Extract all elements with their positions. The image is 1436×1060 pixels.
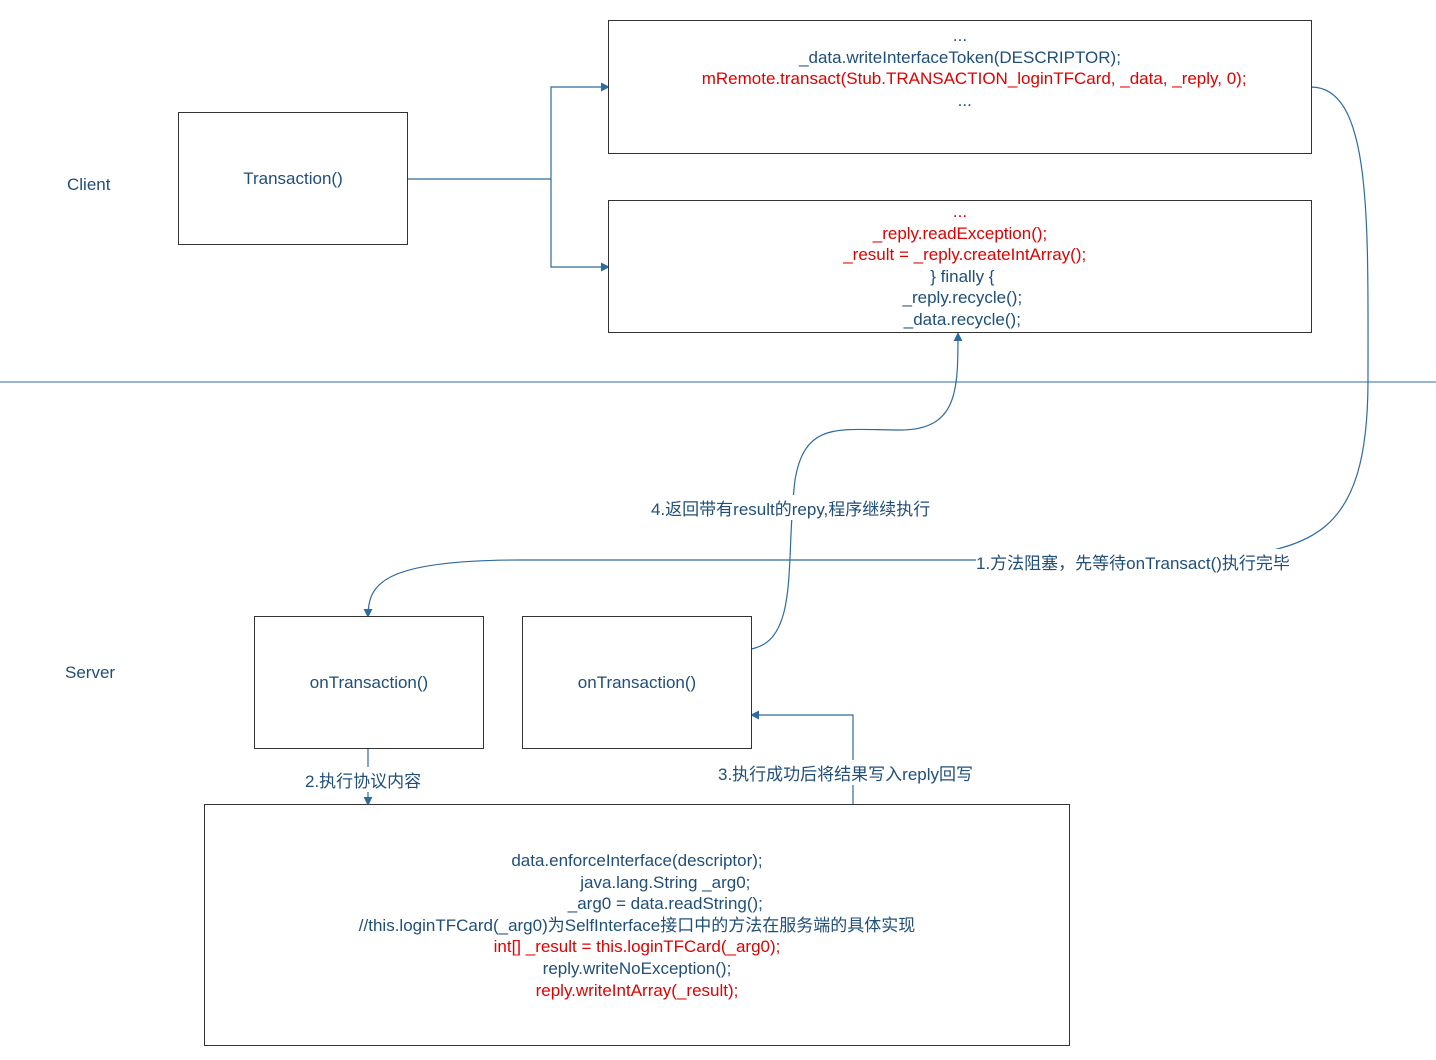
on-transaction-box-2-label: onTransaction() [577,672,697,692]
code-line: data.enforceInterface(descriptor); [511,851,763,870]
transaction-box-label: Transaction() [243,168,343,188]
code-line: _data.writeInterfaceToken(DESCRIPTOR); [799,47,1121,67]
code-line: ... [952,202,968,221]
code-line: reply.writeIntArray(_result); [535,980,739,1000]
on-transaction-box-1-label: onTransaction() [309,672,429,692]
code-line: _data.recycle(); [899,309,1021,329]
step3-label: 3.执行成功后将结果写入reply回写 [718,760,974,785]
server-code-box: data.enforceInterface(descriptor); java.… [204,804,1070,1046]
code-line: ... [948,90,972,110]
code-line: reply.writeNoException(); [542,958,732,978]
code-line: _result = _reply.createIntArray(); [833,245,1087,265]
code-line: } finally { [925,266,995,286]
server-lane-label: Server [65,663,116,682]
client-lane-label: Client [67,175,111,194]
code-line: _reply.recycle(); [897,288,1023,308]
transaction-box: Transaction() [178,112,408,245]
code-line: ... [952,26,968,45]
step1-label: 1.方法阻塞，先等待onTransact()执行完毕 [976,549,1290,574]
transaction-to-reply-connector [550,179,610,272]
client-reply-code-box: ... _reply.readException(); _result = _re… [608,200,1312,333]
code-line: int[] _result = this.loginTFCard(_arg0); [493,937,781,957]
code-line: mRemote.transact(Stub.TRANSACTION_loginT… [673,69,1247,89]
transaction-to-send-connector [407,82,610,180]
step2-label: 2.执行协议内容 [305,767,422,792]
step4-connector [750,332,963,650]
client-send-code-box: ... _data.writeInterfaceToken(DESCRIPTOR)… [608,20,1312,154]
code-line: //this.loginTFCard(_arg0)为SelfInterface接… [358,915,916,935]
step4-label: 4.返回带有result的repy,程序继续执行 [651,495,931,520]
code-line: _reply.readException(); [872,223,1048,243]
code-line: java.lang.String _arg0; [523,872,751,892]
step1-connector [363,86,1369,618]
code-line: _arg0 = data.readString(); [511,894,763,914]
on-transaction-box-1: onTransaction() [254,616,484,749]
on-transaction-box-2: onTransaction() [522,616,752,749]
